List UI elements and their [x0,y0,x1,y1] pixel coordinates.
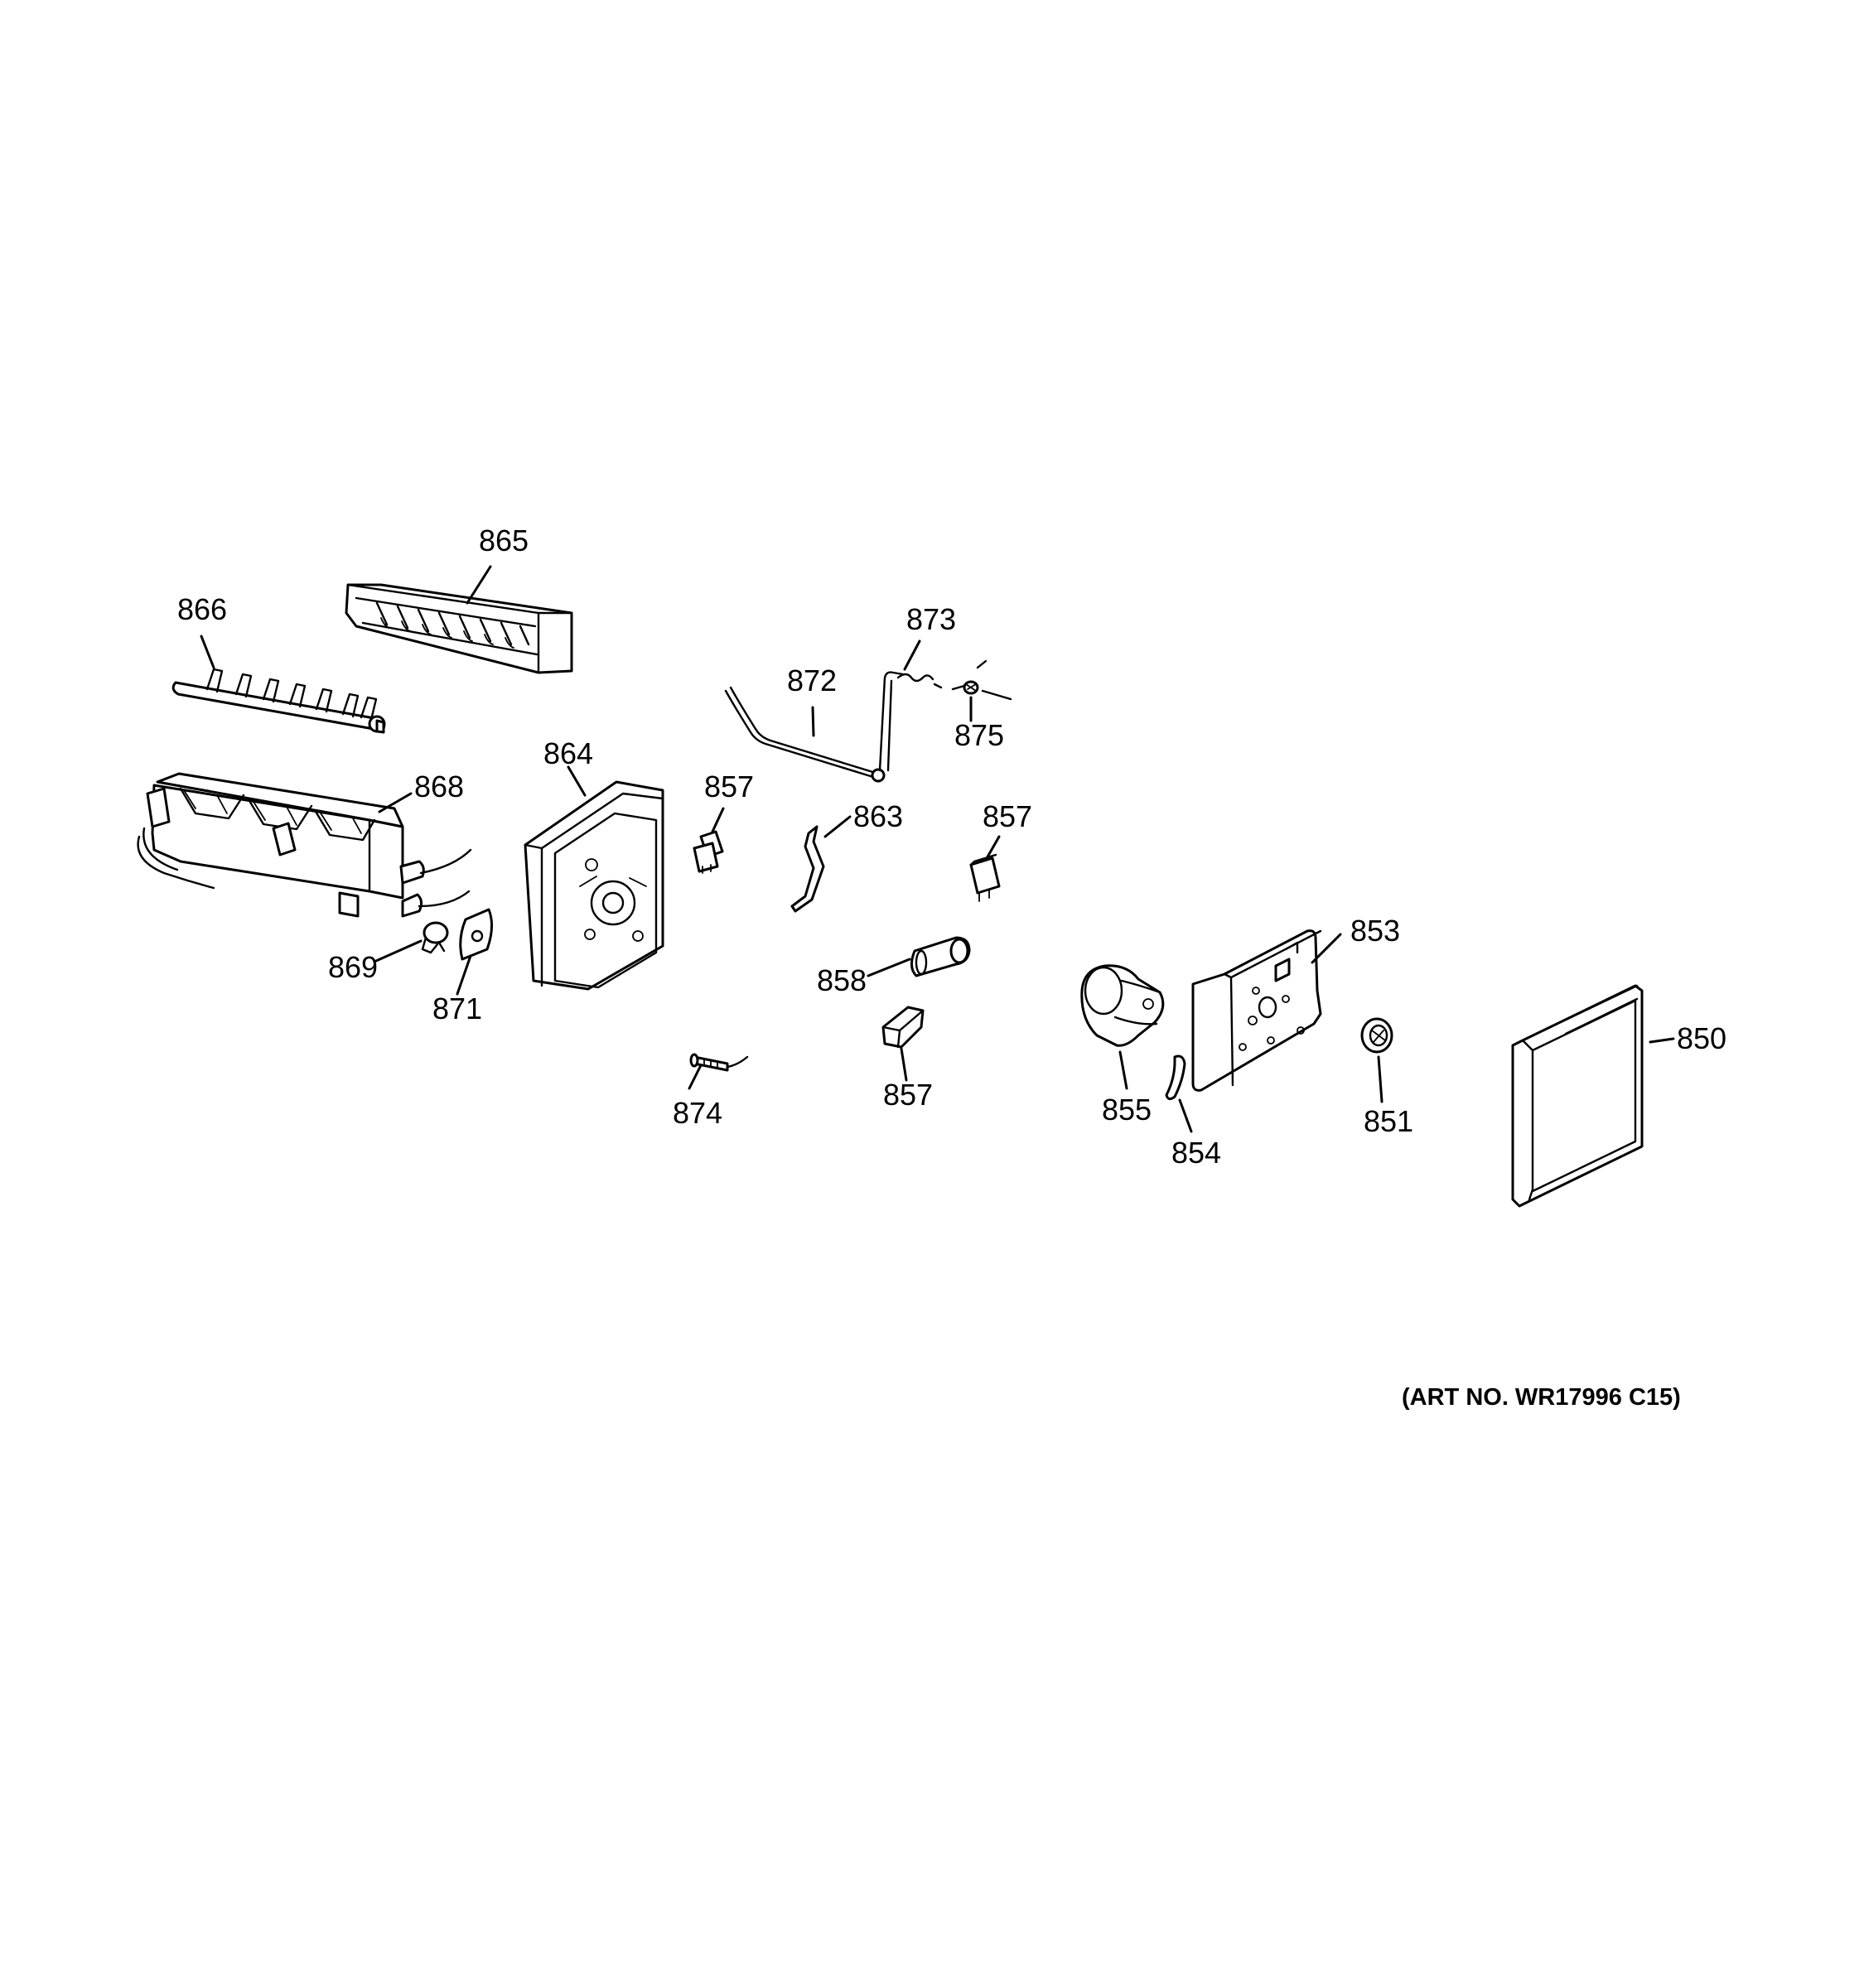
callouts: 865 866 873 872 875 864 868 857 863 857 … [177,524,1726,1170]
leader-872 [811,706,815,737]
leader-857b [984,835,1001,861]
leader-857a [711,807,725,833]
leader-lines [200,565,1675,1133]
leader-858 [867,958,911,977]
leader-866 [200,635,215,669]
leader-871 [456,954,472,996]
part-875-fastener [951,659,1012,701]
part-850-cover-box [1511,984,1644,1208]
part-854-strip [1165,1054,1186,1101]
callout-865: 865 [479,524,529,557]
leader-868 [378,792,413,813]
part-865-cover [345,583,573,674]
part-853-plate [1191,929,1322,1092]
callout-855: 855 [1102,1093,1152,1127]
leader-863 [823,815,852,838]
callout-873: 873 [906,602,956,636]
leader-850 [1649,1037,1675,1044]
art-number-label: (ART NO. WR17996 C15) [1402,1384,1681,1411]
leader-857c [900,1047,908,1082]
leader-865 [466,565,492,605]
callout-871: 871 [432,992,482,1025]
part-871-plate [459,908,493,961]
leader-874 [688,1064,703,1090]
callout-869: 869 [328,950,378,984]
part-866-ejector [171,668,386,734]
callout-864: 864 [543,736,593,770]
callout-853: 853 [1350,914,1400,948]
leader-873 [903,639,921,671]
callout-874: 874 [673,1096,722,1130]
callout-858: 858 [817,963,867,997]
callout-857-top: 857 [704,770,754,803]
part-857-switch-top [693,830,724,874]
leader-869 [374,939,423,963]
leader-864 [567,765,587,797]
callout-850: 850 [1677,1021,1726,1055]
callout-866: 866 [177,592,227,626]
part-857-switch-right [969,853,1001,902]
callout-875: 875 [954,718,1004,752]
leader-853 [1311,933,1342,964]
part-857-switch-bottom [881,1006,925,1049]
part-874-screw [689,1053,749,1072]
part-869-gear [421,921,449,954]
part-873-spring [896,673,943,689]
callout-857-right: 857 [983,799,1032,833]
part-868-mold [137,772,472,918]
leader-855 [1118,1050,1128,1090]
leader-851 [1377,1055,1384,1103]
part-863-lever [790,825,825,913]
part-851-knob [1360,1017,1393,1054]
part-872-arm [724,671,905,783]
callout-863: 863 [853,799,903,833]
callout-857-bottom: 857 [883,1078,933,1112]
callout-854: 854 [1171,1136,1221,1170]
callout-868: 868 [414,770,464,803]
part-855-motor [1080,964,1165,1047]
leader-854 [1178,1098,1193,1133]
part-858-thermostat [910,936,971,977]
part-864-housing [524,780,664,991]
callout-872: 872 [787,663,837,697]
callout-851: 851 [1364,1104,1413,1138]
